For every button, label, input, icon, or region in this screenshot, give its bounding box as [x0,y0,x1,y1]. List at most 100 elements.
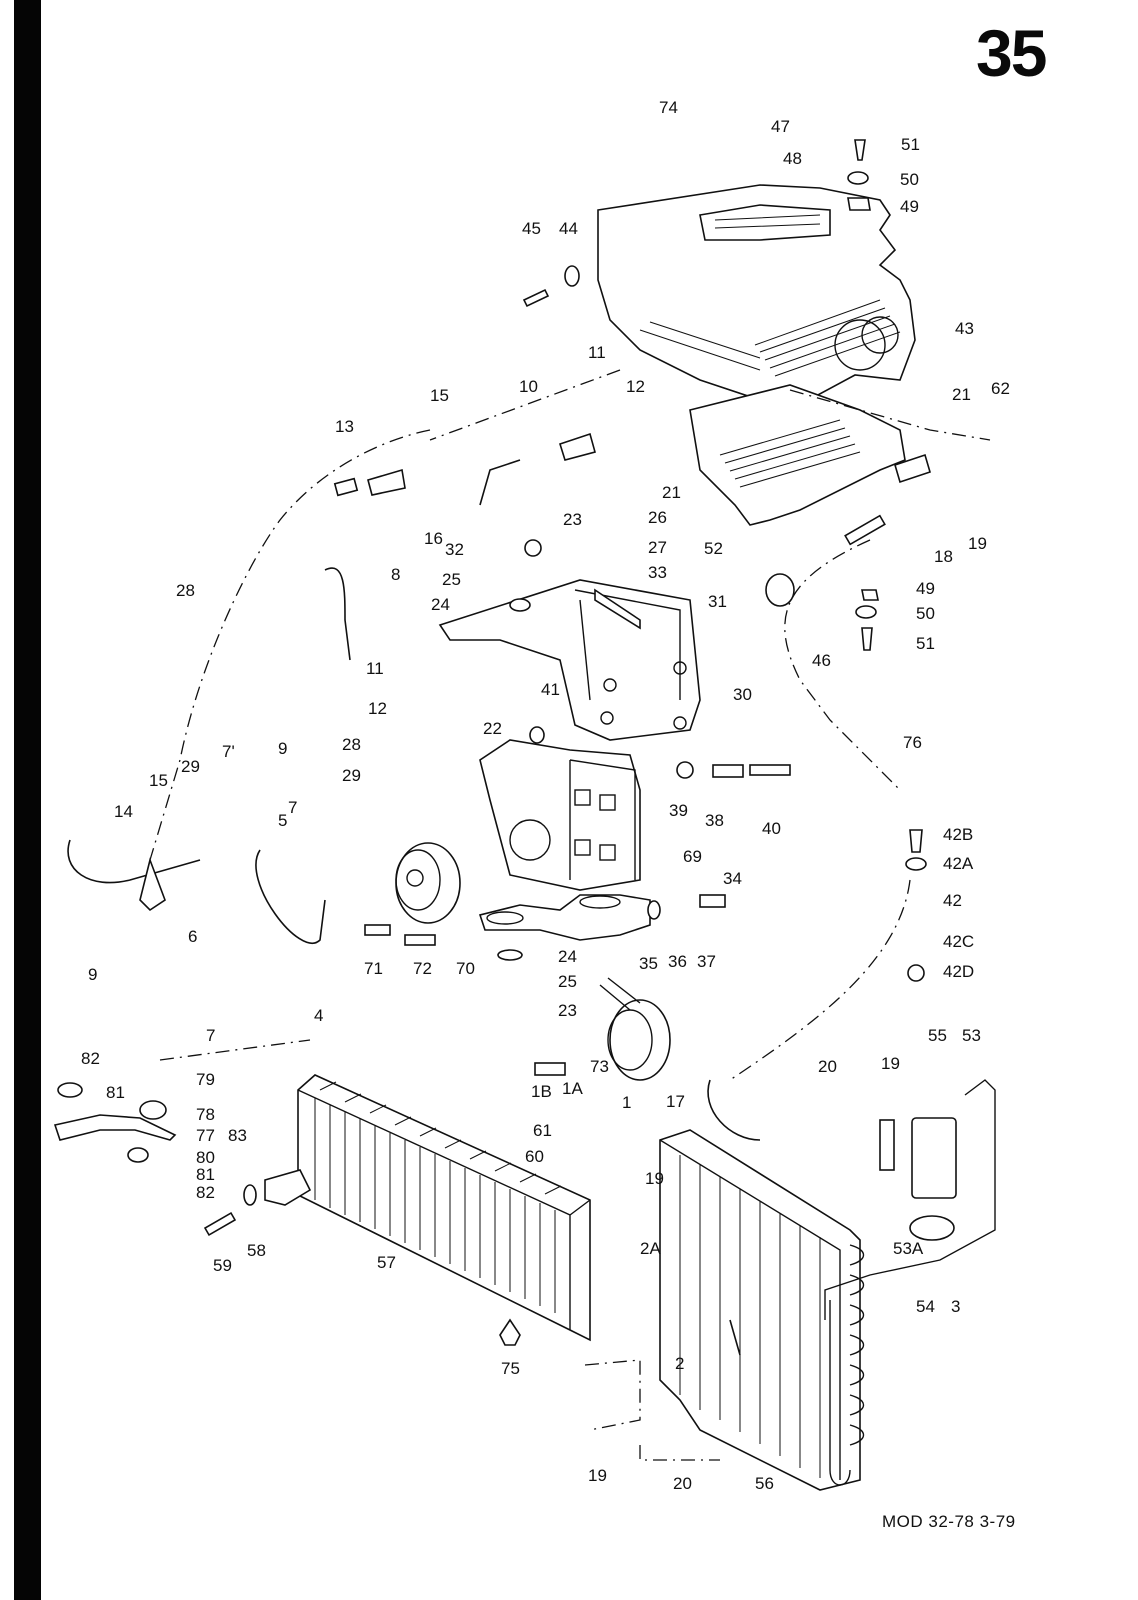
callout-54: 54 [916,1297,935,1316]
callout-56: 56 [755,1474,774,1493]
callout-1A: 1A [562,1079,583,1098]
callout-16: 16 [424,529,443,548]
callout-42D: 42D [943,962,975,981]
callout-7: 7 [206,1026,216,1045]
callout-76: 76 [903,733,922,752]
callout-75: 75 [501,1359,520,1378]
callout-27: 27 [648,538,667,557]
callout-19: 19 [881,1054,900,1073]
callout-7-prime: 7' [222,742,235,761]
callout-55: 55 [928,1026,947,1045]
callout-6: 6 [188,927,198,946]
callout-44: 44 [559,219,578,238]
receiver-drier [824,1079,996,1320]
callout-49: 49 [900,197,919,216]
callout-26: 26 [648,508,667,527]
callout-41: 41 [541,680,560,699]
callout-3: 3 [951,1297,961,1316]
callout-20: 20 [673,1474,692,1493]
callout-13: 13 [335,417,354,436]
callout-82: 82 [196,1183,215,1202]
callout-12: 12 [626,377,645,396]
callout-53A: 53A [893,1239,924,1258]
callout-37: 37 [697,952,716,971]
callout-15: 15 [149,771,168,790]
callout-69: 69 [683,847,702,866]
footer-model-code: MOD 32-78 3-79 [882,1512,1016,1531]
callout-46: 46 [812,651,831,670]
callout-36: 36 [668,952,687,971]
evaporator-housing [597,184,916,411]
drain-tray [689,384,906,526]
callout-43: 43 [955,319,974,338]
clutch-pulley [395,842,461,924]
routing-lines [149,369,991,1461]
callout-79: 79 [196,1070,215,1089]
callout-28: 28 [176,581,195,600]
callout-21: 21 [952,385,971,404]
callout-57: 57 [377,1253,396,1272]
callout-51: 51 [916,634,935,653]
callout-33: 33 [648,563,667,582]
callout-19: 19 [968,534,987,553]
callout-8: 8 [391,565,401,584]
callout-25: 25 [558,972,577,991]
condenser-right [659,1129,865,1491]
callout-23: 23 [558,1001,577,1020]
callout-28: 28 [342,735,361,754]
callout-78: 78 [196,1105,215,1124]
callout-11: 11 [588,343,606,362]
callout-9: 9 [278,739,288,758]
callout-22: 22 [483,719,502,738]
compressor [479,739,641,891]
callout-14: 14 [114,802,133,821]
callout-9: 9 [88,965,98,984]
callout-7: 7 [288,798,298,817]
callout-52: 52 [704,539,723,558]
callout-83: 83 [228,1126,247,1145]
callout-71: 71 [364,959,383,978]
callout-62: 62 [991,379,1010,398]
callout-42: 42 [943,891,962,910]
callout-29: 29 [181,757,200,776]
callout-23: 23 [563,510,582,529]
refrigerant-hoses [67,459,761,1356]
callout-19: 19 [588,1466,607,1485]
callout-24: 24 [558,947,577,966]
callout-2: 2 [675,1354,685,1373]
callout-39: 39 [669,801,688,820]
callout-30: 30 [733,685,752,704]
callout-50: 50 [900,170,919,189]
callout-48: 48 [783,149,802,168]
callout-17: 17 [666,1092,685,1111]
callout-47: 47 [771,117,790,136]
callout-50: 50 [916,604,935,623]
callout-81: 81 [196,1165,215,1184]
callout-2A: 2A [640,1239,661,1258]
callout-24: 24 [431,595,450,614]
callout-70: 70 [456,959,475,978]
callout-25: 25 [442,570,461,589]
callout-51: 51 [901,135,920,154]
callout-19: 19 [645,1169,664,1188]
condenser-left [264,1074,591,1342]
callout-5: 5 [278,811,288,830]
callout-20: 20 [818,1057,837,1076]
callout-12: 12 [368,699,387,718]
callout-45: 45 [522,219,541,238]
callout-49: 49 [916,579,935,598]
idler-pulley [599,977,671,1081]
callout-42A: 42A [943,854,974,873]
page-number: 35 [976,16,1047,90]
callout-42B: 42B [943,825,974,844]
callout-1: 1 [622,1093,632,1112]
callout-4: 4 [314,1006,324,1025]
callout-40: 40 [762,819,781,838]
callout-81: 81 [106,1083,125,1102]
callout-29: 29 [342,766,361,785]
callout-11: 11 [366,659,384,678]
callout-72: 72 [413,959,432,978]
page-margin-bar [14,0,41,1600]
hardware-parts [53,139,931,1346]
compressor-mount [478,894,651,941]
